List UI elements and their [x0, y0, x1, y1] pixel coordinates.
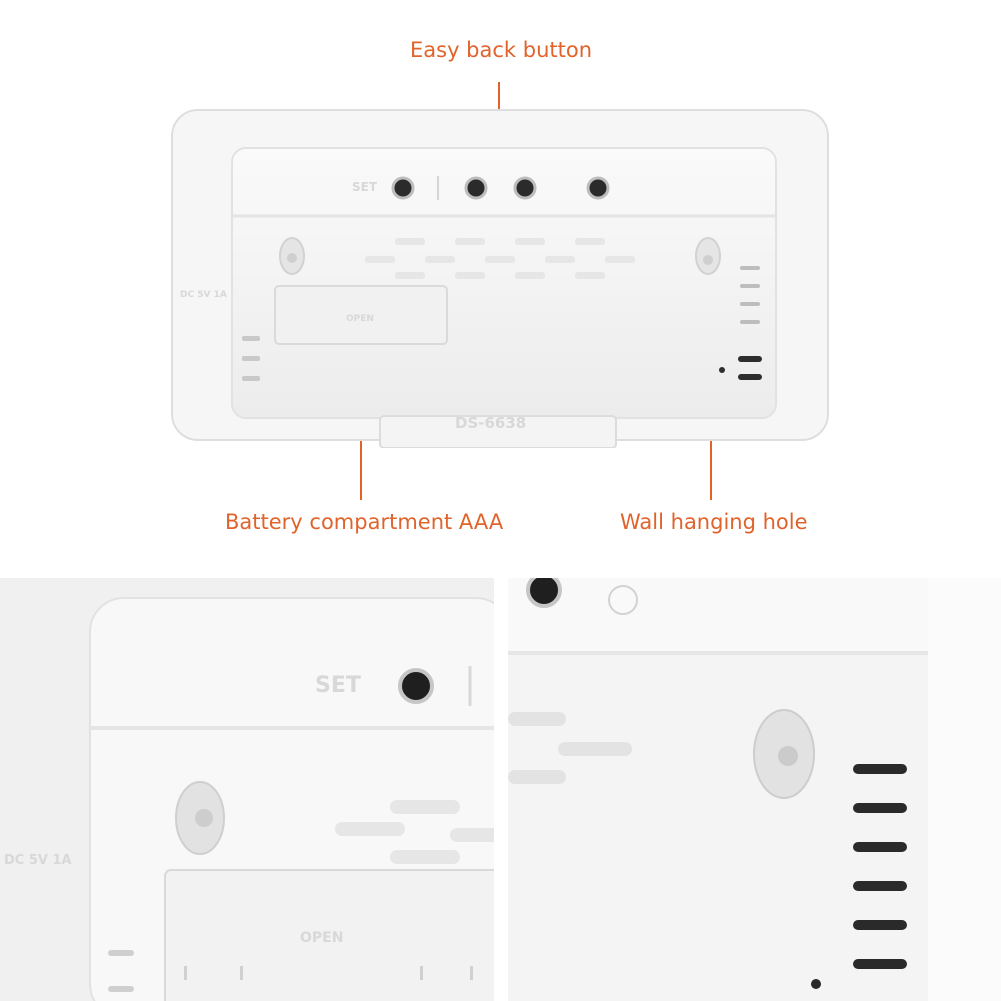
callout-easy-back-button: Easy back button [410, 38, 593, 62]
panel-divider [494, 578, 508, 1001]
closeup-right-illustration [508, 578, 1001, 1001]
closeup-right [508, 578, 1001, 1001]
closeup-left: SET OPEN DC 5V 1A [0, 578, 494, 1001]
embossed-open-label: OPEN [346, 314, 374, 324]
closeup-set-label: SET [315, 673, 361, 698]
callout-battery-compartment: Battery compartment AAA [225, 510, 504, 534]
clock-back-view: SET OPEN DS-6638 DC 5V 1A [170, 108, 830, 448]
embossed-set-label: SET [352, 180, 378, 194]
clock-back-illustration [171, 109, 829, 448]
closeup-open-label: OPEN [300, 930, 344, 946]
closeup-left-illustration [0, 578, 494, 1001]
embossed-power-label: DC 5V 1A [180, 290, 227, 300]
callout-wall-hanging-hole: Wall hanging hole [620, 510, 808, 534]
embossed-model-label: DS-6638 [455, 414, 527, 432]
closeup-power-label: DC 5V 1A [4, 853, 72, 868]
